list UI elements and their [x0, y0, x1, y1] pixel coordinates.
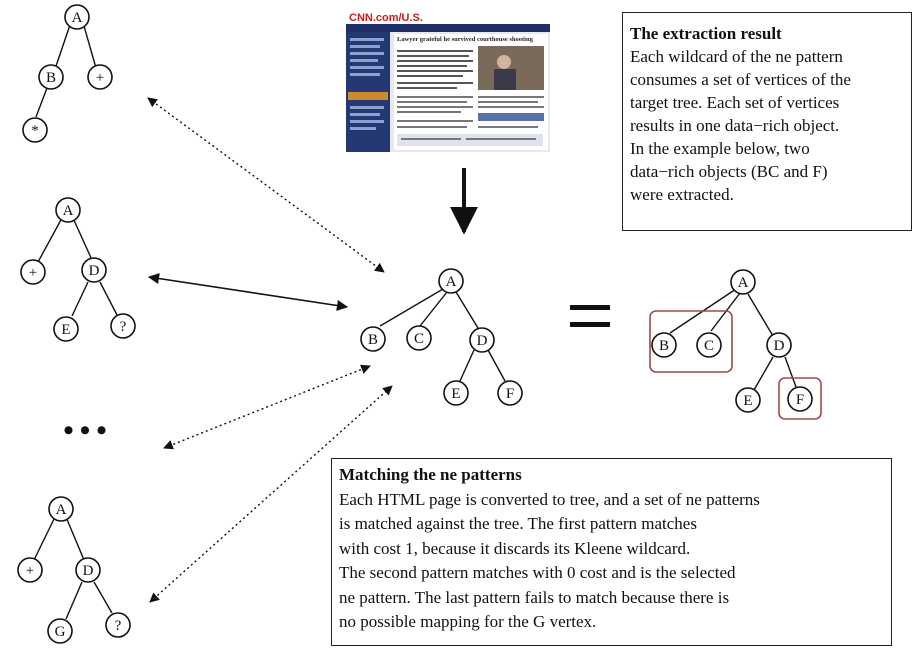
extraction-result-line: Each wildcard of the ne pattern: [630, 47, 843, 66]
svg-text:E: E: [743, 393, 752, 409]
pattern-1-node-a: A: [64, 4, 90, 30]
webpage-screenshot: CNN.com/U.S. Lawyer grateful he survived…: [346, 10, 550, 152]
svg-text:G: G: [55, 624, 66, 640]
target-node-b: B: [360, 326, 386, 352]
matching-patterns-title: Matching the ne patterns: [339, 465, 522, 484]
result-node-b: B: [651, 332, 677, 358]
pattern-1-node-star: *: [22, 117, 48, 143]
target-node-a: A: [438, 268, 464, 294]
extracted-object-f-highlight: [778, 377, 822, 420]
svg-text:A: A: [56, 502, 67, 518]
svg-text:D: D: [774, 338, 785, 354]
match-arrow-1: [147, 97, 385, 273]
extraction-result-line: consumes a set of vertices of the: [630, 70, 851, 89]
svg-text:+: +: [96, 70, 104, 86]
pattern-2-node-question: ?: [110, 313, 136, 339]
svg-text:C: C: [414, 331, 424, 347]
svg-text:+: +: [26, 563, 34, 579]
svg-text:F: F: [506, 386, 514, 402]
match-arrow-4: [149, 385, 393, 603]
pattern-3-node-a: A: [48, 496, 74, 522]
extraction-result-line: results in one data−rich object.: [630, 116, 840, 135]
result-node-f: F: [787, 386, 813, 412]
svg-text:A: A: [446, 274, 457, 290]
target-node-d: D: [469, 327, 495, 353]
extraction-result-line: data−rich objects (BC and F): [630, 162, 828, 181]
svg-text:+: +: [29, 265, 37, 281]
pattern-2-node-a: A: [55, 197, 81, 223]
match-arrow-3: [163, 364, 371, 450]
pattern-2-node-d: D: [81, 257, 107, 283]
svg-text:D: D: [477, 333, 488, 349]
svg-text:D: D: [89, 263, 100, 279]
extraction-result-line: In the example below, two: [630, 139, 810, 158]
equals-sign: [570, 305, 610, 327]
match-arrow-2: [147, 272, 349, 312]
ellipsis-text: •••: [63, 414, 113, 447]
svg-text:F: F: [796, 392, 804, 408]
pattern-3-node-g: G: [47, 618, 73, 644]
result-node-c: C: [696, 332, 722, 358]
result-tree: A B C D E F: [649, 269, 822, 420]
target-node-e: E: [443, 380, 469, 406]
matching-patterns-line: The second pattern matches with 0 cost a…: [339, 563, 736, 582]
target-node-c: C: [406, 325, 432, 351]
pattern-3-node-plus: +: [17, 557, 43, 583]
pattern-3-node-question: ?: [105, 612, 131, 638]
svg-text:*: *: [31, 123, 39, 139]
svg-text:E: E: [451, 386, 460, 402]
svg-text:?: ?: [115, 618, 122, 634]
svg-text:?: ?: [120, 319, 127, 335]
result-node-a: A: [730, 269, 756, 295]
matching-patterns-line: with cost 1, because it discards its Kle…: [339, 538, 691, 558]
svg-text:B: B: [659, 338, 669, 354]
matching-patterns-line: Each HTML page is converted to tree, and…: [339, 489, 760, 509]
matching-patterns-line: ne pattern. The last pattern fails to ma…: [339, 587, 730, 607]
extraction-result-line: were extracted.: [630, 185, 734, 204]
svg-text:E: E: [61, 322, 70, 338]
svg-text:C: C: [704, 338, 714, 354]
result-node-e: E: [735, 387, 761, 413]
pattern-tree-2: A + D E ?: [20, 197, 136, 342]
matching-patterns-line: is matched against the tree. The first p…: [339, 514, 697, 533]
pattern-1-node-b: B: [38, 64, 64, 90]
svg-text:A: A: [738, 275, 749, 291]
svg-text:A: A: [72, 10, 83, 26]
extraction-result-line: target tree. Each set of vertices: [630, 93, 840, 112]
result-node-d: D: [766, 332, 792, 358]
pattern-tree-3: A + D G ?: [17, 496, 131, 644]
webpage-headline: Lawyer grateful he survived courthouse s…: [397, 36, 534, 43]
cnn-logo: CNN.com/U.S.: [349, 12, 423, 24]
matching-patterns-box: Matching the ne patterns Each HTML page …: [331, 458, 892, 646]
pattern-3-node-d: D: [75, 557, 101, 583]
pattern-tree-1: A B + *: [22, 4, 113, 143]
svg-text:A: A: [63, 203, 74, 219]
svg-text:D: D: [83, 563, 94, 579]
pattern-2-node-plus: +: [20, 259, 46, 285]
extraction-result-box: The extraction result Each wildcard of t…: [622, 12, 912, 231]
target-tree: A B C D E F: [360, 268, 523, 406]
svg-text:B: B: [368, 332, 378, 348]
svg-text:B: B: [46, 70, 56, 86]
extraction-result-title: The extraction result: [630, 24, 782, 43]
pattern-2-node-e: E: [53, 316, 79, 342]
pattern-1-node-plus: +: [87, 64, 113, 90]
extracted-object-bc-highlight: [649, 310, 733, 373]
target-node-f: F: [497, 380, 523, 406]
matching-patterns-line: no possible mapping for the G vertex.: [339, 612, 597, 631]
